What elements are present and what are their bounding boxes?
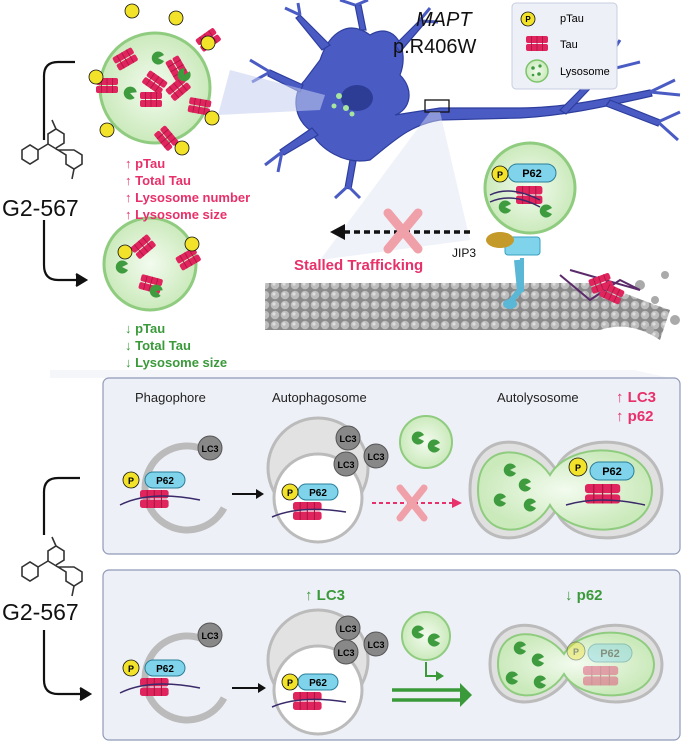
svg-text:P62: P62	[156, 476, 174, 487]
gene-label: MAPT	[416, 9, 473, 31]
svg-text:P: P	[287, 488, 293, 498]
cargo-lysosome: P62 P	[483, 141, 577, 235]
svg-text:P: P	[525, 15, 531, 24]
svg-text:P62: P62	[309, 488, 327, 499]
motor-protein	[486, 232, 541, 309]
svg-text:P: P	[287, 678, 293, 688]
zoom-cone-axon	[320, 112, 470, 260]
legend-label-lysosome: Lysosome	[560, 66, 610, 78]
svg-text:P: P	[128, 664, 134, 674]
legend-label-tau: Tau	[560, 39, 578, 51]
svg-text:LC3: LC3	[337, 460, 354, 470]
panel-treated: ↑ LC3 ↓ p62 LC3 P62 P LC3 LC3 LC3 P62 P	[102, 569, 681, 741]
lysosome-treated	[102, 216, 202, 312]
marker-p62-down: ↓ p62	[565, 587, 603, 604]
svg-text:LC3: LC3	[339, 624, 356, 634]
compound-structure-icon	[21, 536, 83, 597]
drug-name: G2-567	[2, 195, 79, 221]
svg-text:P62: P62	[309, 678, 327, 689]
effects-decrease: ↓ pTau ↓ Total Tau ↓ Lysosome size	[125, 321, 227, 370]
marker-lc3-up: ↑ LC3	[616, 389, 656, 406]
panel-untreated: Phagophore Autophagosome Autolysosome ↑ …	[102, 377, 681, 555]
effects-increase: ↑ pTau ↑ Total Tau ↑ Lysosome number ↑ L…	[125, 156, 250, 222]
svg-text:P: P	[573, 647, 579, 657]
svg-text:LC3: LC3	[367, 640, 384, 650]
microtubule-icon	[265, 271, 680, 340]
legend: P pTau Tau Lysosome	[511, 2, 618, 90]
svg-text:LC3: LC3	[339, 434, 356, 444]
svg-text:LC3: LC3	[367, 452, 384, 462]
jip3-adaptor	[486, 232, 514, 248]
lysosome-icon	[525, 59, 549, 83]
block-x-icon	[383, 208, 423, 254]
svg-text:LC3: LC3	[201, 444, 218, 454]
svg-text:P: P	[575, 463, 581, 473]
svg-text:P62: P62	[600, 648, 620, 660]
svg-text:P62: P62	[602, 466, 622, 478]
effect-item: ↑ pTau	[125, 156, 165, 171]
effect-item: ↓ pTau	[125, 321, 165, 336]
effect-item: ↓ Lysosome size	[125, 355, 227, 370]
legend-label-ptau: pTau	[560, 13, 584, 25]
effect-item: ↑ Lysosome number	[125, 190, 250, 205]
drug-bracket-top	[42, 60, 89, 287]
svg-text:P: P	[497, 170, 503, 180]
zoom-cone-bottom	[50, 370, 670, 378]
marker-lc3-up-treated: ↑ LC3	[305, 587, 345, 604]
svg-text:LC3: LC3	[337, 648, 354, 658]
svg-text:P: P	[128, 476, 134, 486]
phosphate-badge-icon	[520, 11, 536, 27]
effect-item: ↑ Lysosome size	[125, 207, 227, 222]
compound-structure-icon	[21, 119, 83, 180]
zoom-cone-lysosome	[218, 70, 325, 115]
drug-bracket-bottom	[42, 476, 93, 701]
stage-autophagosome: Autophagosome	[272, 390, 367, 405]
nucleus	[341, 85, 373, 111]
stage-autolysosome: Autolysosome	[497, 390, 579, 405]
cargo-p62-label: P62	[522, 168, 542, 180]
svg-text:LC3: LC3	[201, 631, 218, 641]
jip3-label: JIP3	[452, 246, 476, 260]
marker-p62-up: ↑ p62	[616, 408, 654, 425]
lysosome-disease	[88, 3, 223, 156]
zoom-box	[424, 99, 450, 113]
mutation-label: p.R406W	[393, 36, 476, 58]
stalled-trafficking-label: Stalled Trafficking	[294, 257, 423, 274]
svg-text:P62: P62	[156, 664, 174, 675]
stage-phagophore: Phagophore	[135, 390, 206, 405]
drug-name: G2-567	[2, 599, 79, 625]
tau-aggregate-on-microtubule	[559, 269, 641, 306]
effect-item: ↓ Total Tau	[125, 338, 191, 353]
effect-item: ↑ Total Tau	[125, 173, 191, 188]
